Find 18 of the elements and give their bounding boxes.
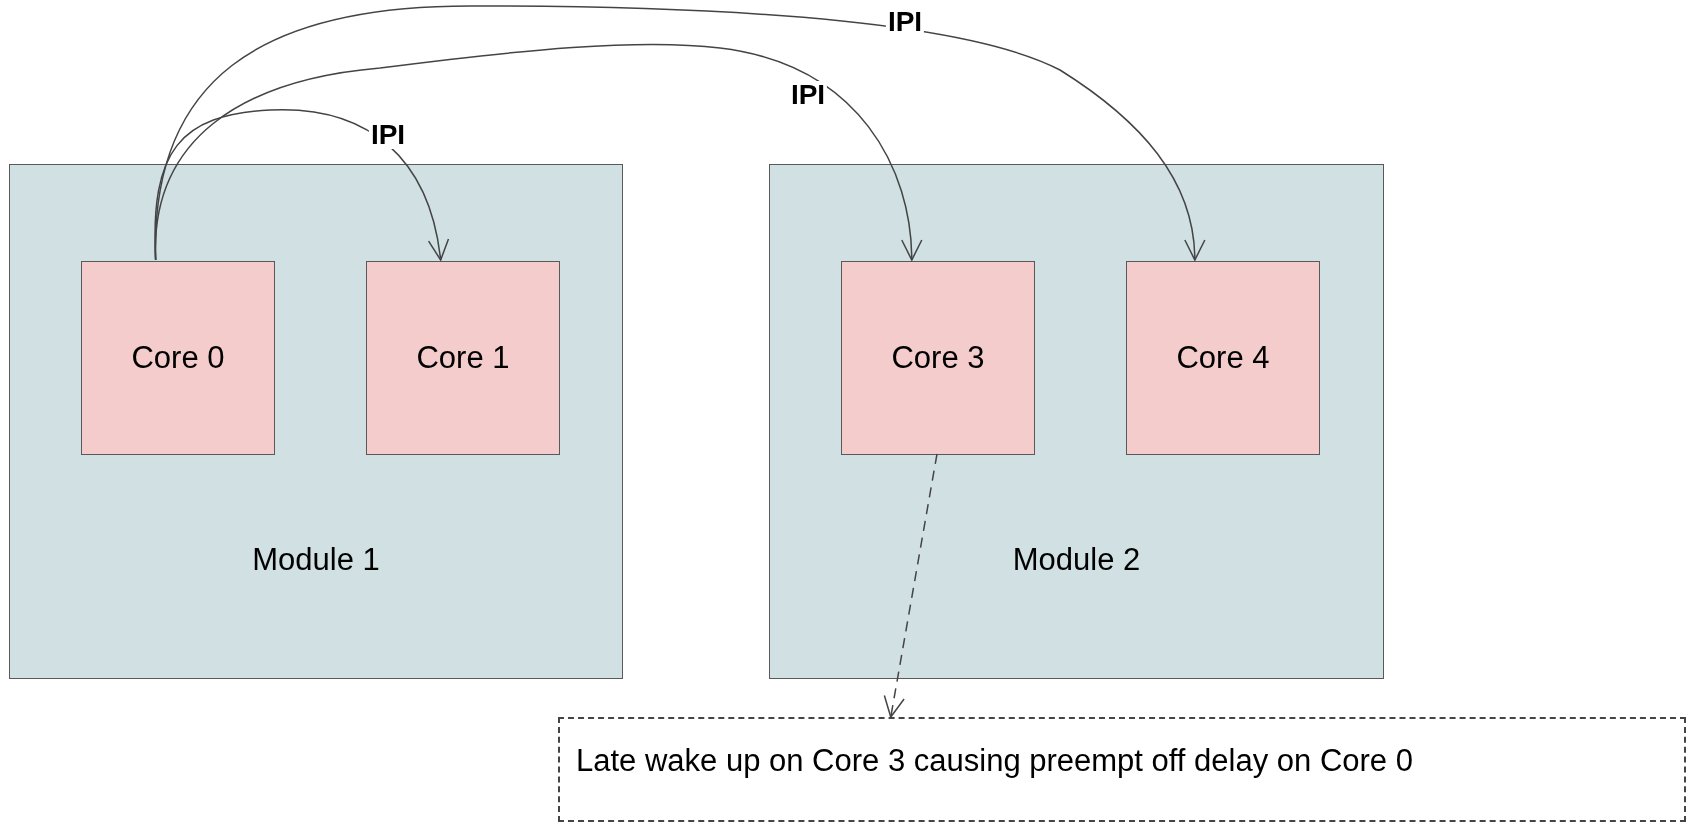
core-label: Core 3 xyxy=(891,338,985,377)
core-label: Core 1 xyxy=(416,338,510,377)
core-box xyxy=(81,261,275,455)
curved-arrow xyxy=(154,109,449,261)
curved-arrow xyxy=(154,43,922,261)
module-box xyxy=(769,164,1384,679)
core-box xyxy=(366,261,560,455)
module-box xyxy=(9,164,623,679)
curved-arrow xyxy=(154,5,1205,261)
dashed-arrow xyxy=(883,453,938,718)
note-box xyxy=(558,717,1686,822)
core-label: Core 4 xyxy=(1176,338,1270,377)
module-label: Module 2 xyxy=(1011,541,1142,580)
core-label: Core 0 xyxy=(131,338,225,377)
core-box xyxy=(841,261,1035,455)
module-label: Module 1 xyxy=(251,541,381,580)
core-box xyxy=(1126,261,1320,455)
note-text: Late wake up on Core 3 causing preempt off delay on Core 0 xyxy=(576,742,1413,781)
